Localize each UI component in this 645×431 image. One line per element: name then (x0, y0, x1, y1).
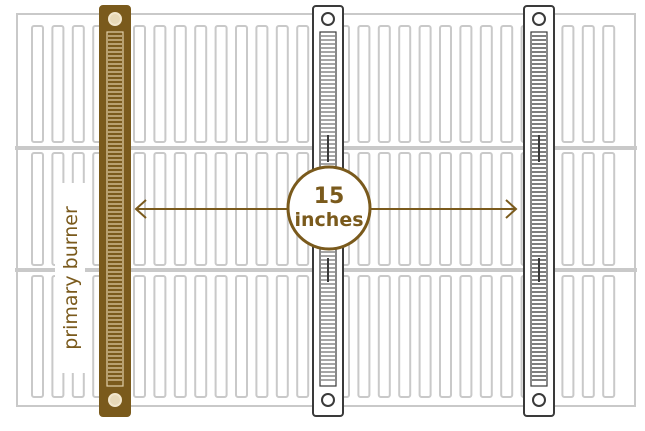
grate-slot (214, 275, 228, 398)
grate-slot (133, 275, 146, 398)
grate-slot (561, 275, 575, 398)
arrow-head-left (134, 199, 147, 219)
grate-slot (398, 275, 412, 398)
grate-slot (459, 275, 473, 398)
burner-mount-hole (108, 12, 122, 26)
grate-slot (296, 275, 310, 398)
burner-mount-hole (108, 393, 122, 407)
grate-slot (581, 275, 595, 398)
grate-slot (173, 25, 187, 143)
burner-highlighted (99, 5, 131, 417)
grate-slot (377, 25, 391, 143)
grate-slot (71, 25, 85, 143)
burner-mount-hole (321, 12, 335, 26)
grate-slot (581, 25, 595, 143)
grate-slot (581, 152, 595, 266)
distance-unit: inches (294, 209, 363, 231)
grate-slot (459, 25, 473, 143)
burner-channel (106, 31, 124, 387)
primary-burner-label-text: primary burner (60, 206, 82, 350)
grate-slot (214, 25, 228, 143)
grate-slot (296, 25, 310, 143)
grate-slot (439, 275, 452, 398)
grate-slot (153, 275, 167, 398)
grate-slot (357, 25, 371, 143)
grate-slot (602, 25, 616, 143)
grate-slot (561, 152, 575, 266)
distance-badge: 15 inches (286, 165, 372, 251)
grate-slot (357, 275, 371, 398)
grate-slot (561, 25, 575, 143)
distance-arrow (134, 199, 518, 219)
grate-slot (275, 25, 289, 143)
grate-slot (479, 275, 493, 398)
grate-slot (153, 25, 167, 143)
grate-slot (275, 275, 289, 398)
distance-badge-circle (286, 165, 372, 251)
grate-slot (235, 25, 248, 143)
grate-slot (31, 275, 44, 398)
grate-slot (500, 275, 514, 398)
grate-slot (31, 25, 44, 143)
burner-mount-hole (532, 393, 546, 407)
grate-slot (418, 275, 432, 398)
grate-slot (133, 25, 146, 143)
grate-slot (500, 25, 514, 143)
primary-burner-label-backdrop (55, 183, 85, 373)
grate-slot (255, 275, 269, 398)
burner-mount-hole (321, 393, 335, 407)
grate-slot (479, 25, 493, 143)
grate-slot (173, 275, 187, 398)
grate-slot (418, 25, 432, 143)
distance-value: 15 (314, 184, 345, 209)
primary-burner-label: primary burner (55, 183, 85, 373)
grate-slot (51, 25, 65, 143)
grate-slot (602, 275, 616, 398)
burner-mount-hole (532, 12, 546, 26)
grate-slot (398, 25, 412, 143)
burner-channel (530, 31, 548, 387)
grate-slot (194, 275, 208, 398)
grate-slot (235, 275, 248, 398)
grate-slot (377, 275, 391, 398)
grate-slot (602, 152, 616, 266)
grate-slot (194, 25, 208, 143)
grate-slot (31, 152, 44, 266)
grate-slot (439, 25, 452, 143)
arrow-head-right (505, 199, 518, 219)
burner-dark (523, 5, 555, 417)
grate-slot (255, 25, 269, 143)
